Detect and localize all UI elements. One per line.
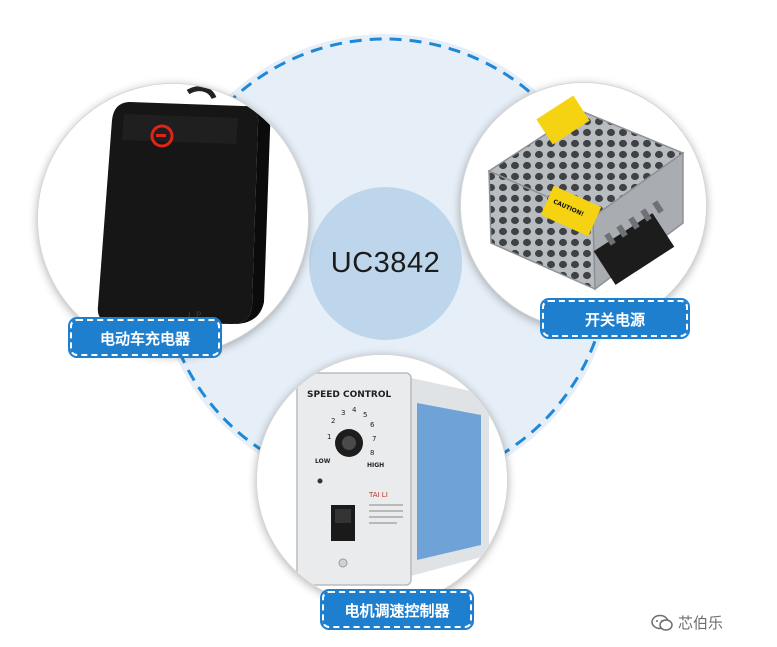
wechat-icon bbox=[651, 614, 673, 631]
dial-number: 6 bbox=[370, 421, 375, 429]
svg-text:L.P: L.P bbox=[188, 311, 202, 321]
motor-controller-node: SPEED CONTROL 1 2 3 4 5 6 7 8 LOW HIGH T… bbox=[256, 354, 508, 606]
watermark: 芯伯乐 bbox=[651, 612, 723, 633]
dial-number: 7 bbox=[372, 435, 376, 443]
center-node: UC3842 bbox=[309, 187, 462, 340]
charger-node: L.P bbox=[37, 83, 309, 355]
watermark-text: 芯伯乐 bbox=[678, 614, 724, 632]
charger-label-badge: 电动车充电器 bbox=[68, 317, 222, 358]
motor-controller-label-badge: 电机调速控制器 bbox=[320, 589, 474, 630]
psu-node: CAUTION! bbox=[460, 82, 707, 329]
brand-label: TAI LI bbox=[368, 491, 388, 499]
dial-number: 2 bbox=[331, 417, 335, 425]
charger-image: L.P bbox=[38, 84, 308, 354]
motor-controller-image: SPEED CONTROL 1 2 3 4 5 6 7 8 LOW HIGH T… bbox=[257, 355, 507, 605]
dial-number: 8 bbox=[370, 449, 374, 457]
dial-number: 5 bbox=[363, 411, 367, 419]
dial-number: 3 bbox=[341, 409, 345, 417]
psu-label-badge: 开关电源 bbox=[540, 298, 690, 339]
center-label: UC3842 bbox=[330, 247, 441, 279]
dial-number: 4 bbox=[352, 406, 357, 414]
dial-number: 1 bbox=[327, 433, 331, 441]
low-label: LOW bbox=[315, 458, 331, 465]
high-label: HIGH bbox=[367, 462, 384, 469]
speed-control-title: SPEED CONTROL bbox=[307, 390, 391, 400]
psu-image: CAUTION! bbox=[461, 83, 706, 328]
